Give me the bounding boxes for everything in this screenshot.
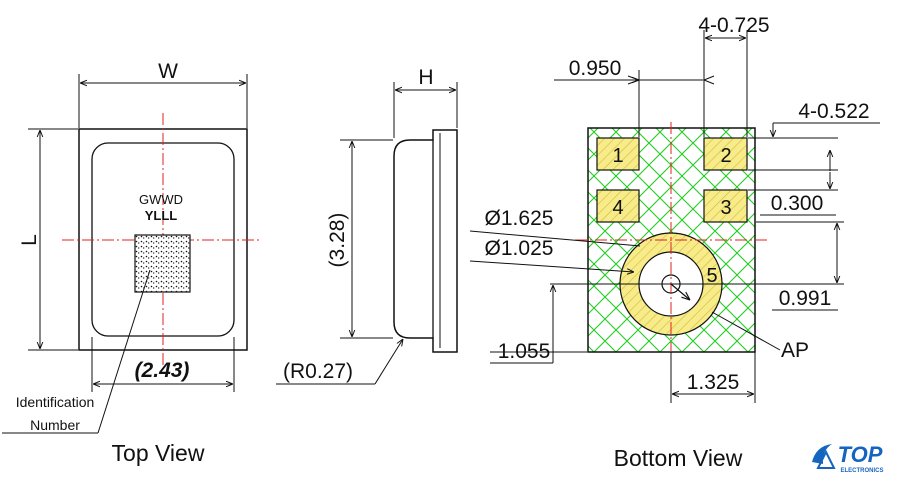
dim-length-label: L	[18, 234, 41, 246]
pad-3: 3	[703, 189, 748, 223]
dim-inner-dia-label: Ø1.025	[485, 237, 554, 260]
dim-outer-dia-label: Ø1.625	[485, 207, 554, 230]
dim-outer-dia-leader	[469, 230, 641, 247]
top-view: GWWD YLLL W L (2.43) Identification Numb…	[2, 60, 262, 466]
dim-width-label: W	[158, 60, 178, 83]
bottom-view: 1 2 4 3 5 4-0.725	[469, 14, 880, 471]
dim-pad-width-label: 4-0.725	[698, 14, 769, 37]
logo-subtitle: ELECTRONICS	[840, 468, 883, 474]
logo-swoosh-icon	[812, 444, 832, 464]
ap-label: AP	[781, 339, 809, 362]
dim-pad-gap-label: 0.300	[771, 192, 824, 215]
identification-label-2: Number	[30, 417, 80, 433]
radius-leader	[374, 339, 403, 385]
pad-1-label: 1	[612, 145, 623, 167]
pad-3-label: 3	[720, 197, 731, 219]
top-view-caption: Top View	[112, 440, 205, 466]
dim-radius-label: (R0.27)	[283, 360, 353, 383]
bottom-view-caption: Bottom View	[614, 445, 743, 471]
logo-name: TOP	[838, 442, 883, 467]
ap-leader	[711, 311, 781, 351]
pad-4: 4	[596, 189, 640, 223]
dim-center-y-label: 0.991	[779, 287, 832, 310]
dim-body-label: (3.28)	[326, 213, 349, 268]
dim-bottom-y-label: 1.055	[498, 340, 551, 363]
pad-4-label: 4	[612, 197, 623, 219]
identification-label-1: Identification	[16, 394, 95, 410]
pad-2-label: 2	[720, 145, 731, 167]
brand-logo: TOP ELECTRONICS	[812, 442, 884, 474]
dim-pitch-x-label: 0.950	[569, 57, 622, 80]
marking-line-2: YLLL	[145, 208, 178, 223]
dim-height-label: H	[418, 66, 433, 89]
dim-inner-dia-leader	[469, 260, 634, 272]
marking-line-1: GWWD	[139, 192, 183, 207]
dim-pad-height-label: 4-0.522	[798, 100, 869, 123]
side-view-body	[393, 129, 458, 353]
identification-dot-code	[134, 234, 191, 293]
identification-leader	[97, 269, 151, 434]
pad-5-label: 5	[706, 265, 717, 287]
side-view: H (3.28) (R0.27)	[276, 66, 458, 385]
pad-1: 1	[596, 137, 640, 171]
dim-center-x-label: 1.325	[687, 371, 740, 394]
pad-2: 2	[703, 137, 748, 171]
dim-window-label: (2.43)	[135, 359, 190, 382]
